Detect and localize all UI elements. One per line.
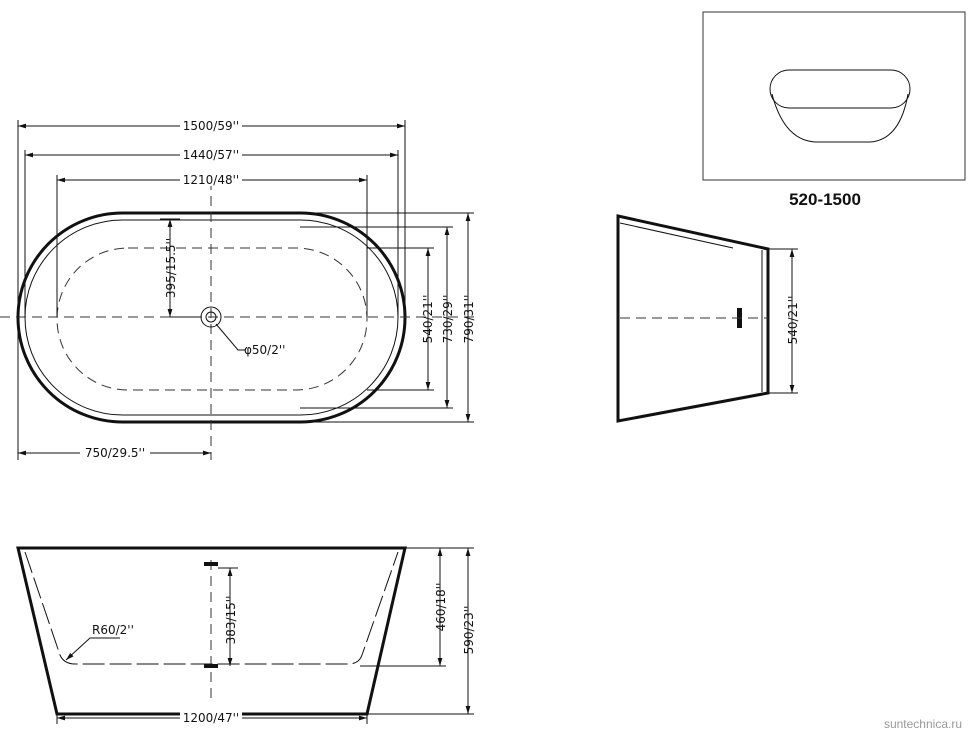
bathtub-3d-icon (769, 69, 911, 143)
dim-label-bottom-length: 1200/47'' (183, 711, 239, 725)
dim-label-inner-depth: 460/18'' (434, 583, 448, 632)
dim-label-depth-drain: 383/15'' (224, 596, 238, 645)
drain-icon (200, 306, 222, 328)
dim-label-width-inner: 540/21'' (421, 295, 435, 344)
end-view: 540/21'' (616, 214, 800, 423)
dim-label-drain-diameter: φ50/2'' (244, 343, 285, 357)
tub-basin-outline (56, 247, 368, 391)
dim-label-end-width: 540/21'' (786, 296, 800, 345)
dim-label-length-inner: 1210/48'' (183, 173, 239, 187)
tub-end-inner (619, 222, 734, 249)
overflow-icon (204, 562, 218, 566)
dim-label-height: 590/23'' (462, 606, 476, 655)
top-view: 1500/59'' 1440/57'' 1210/48'' 395/15.5''… (0, 118, 480, 460)
watermark: suntechnica.ru (884, 717, 962, 731)
side-view: 383/15'' R60/2'' 460/18'' 590/23'' 1200/… (16, 546, 476, 725)
drain-side-icon (204, 664, 218, 668)
dim-label-width-outer: 790/31'' (462, 295, 476, 344)
radius-leader (65, 637, 120, 661)
extension-lines (17, 120, 474, 460)
dim-label-drain-offset: 395/15.5'' (164, 238, 178, 298)
dim-label-drain-to-end: 750/29.5'' (85, 446, 145, 460)
dim-label-radius: R60/2'' (92, 623, 134, 637)
dim-label-width-rim: 730/29'' (441, 295, 455, 344)
drain-leader (215, 323, 245, 351)
dim-label-length-outer: 1500/59'' (183, 119, 239, 133)
thumbnail-3d-view (702, 11, 966, 181)
model-label: 520-1500 (789, 190, 861, 209)
dim-label-length-rim: 1440/57'' (183, 148, 239, 162)
